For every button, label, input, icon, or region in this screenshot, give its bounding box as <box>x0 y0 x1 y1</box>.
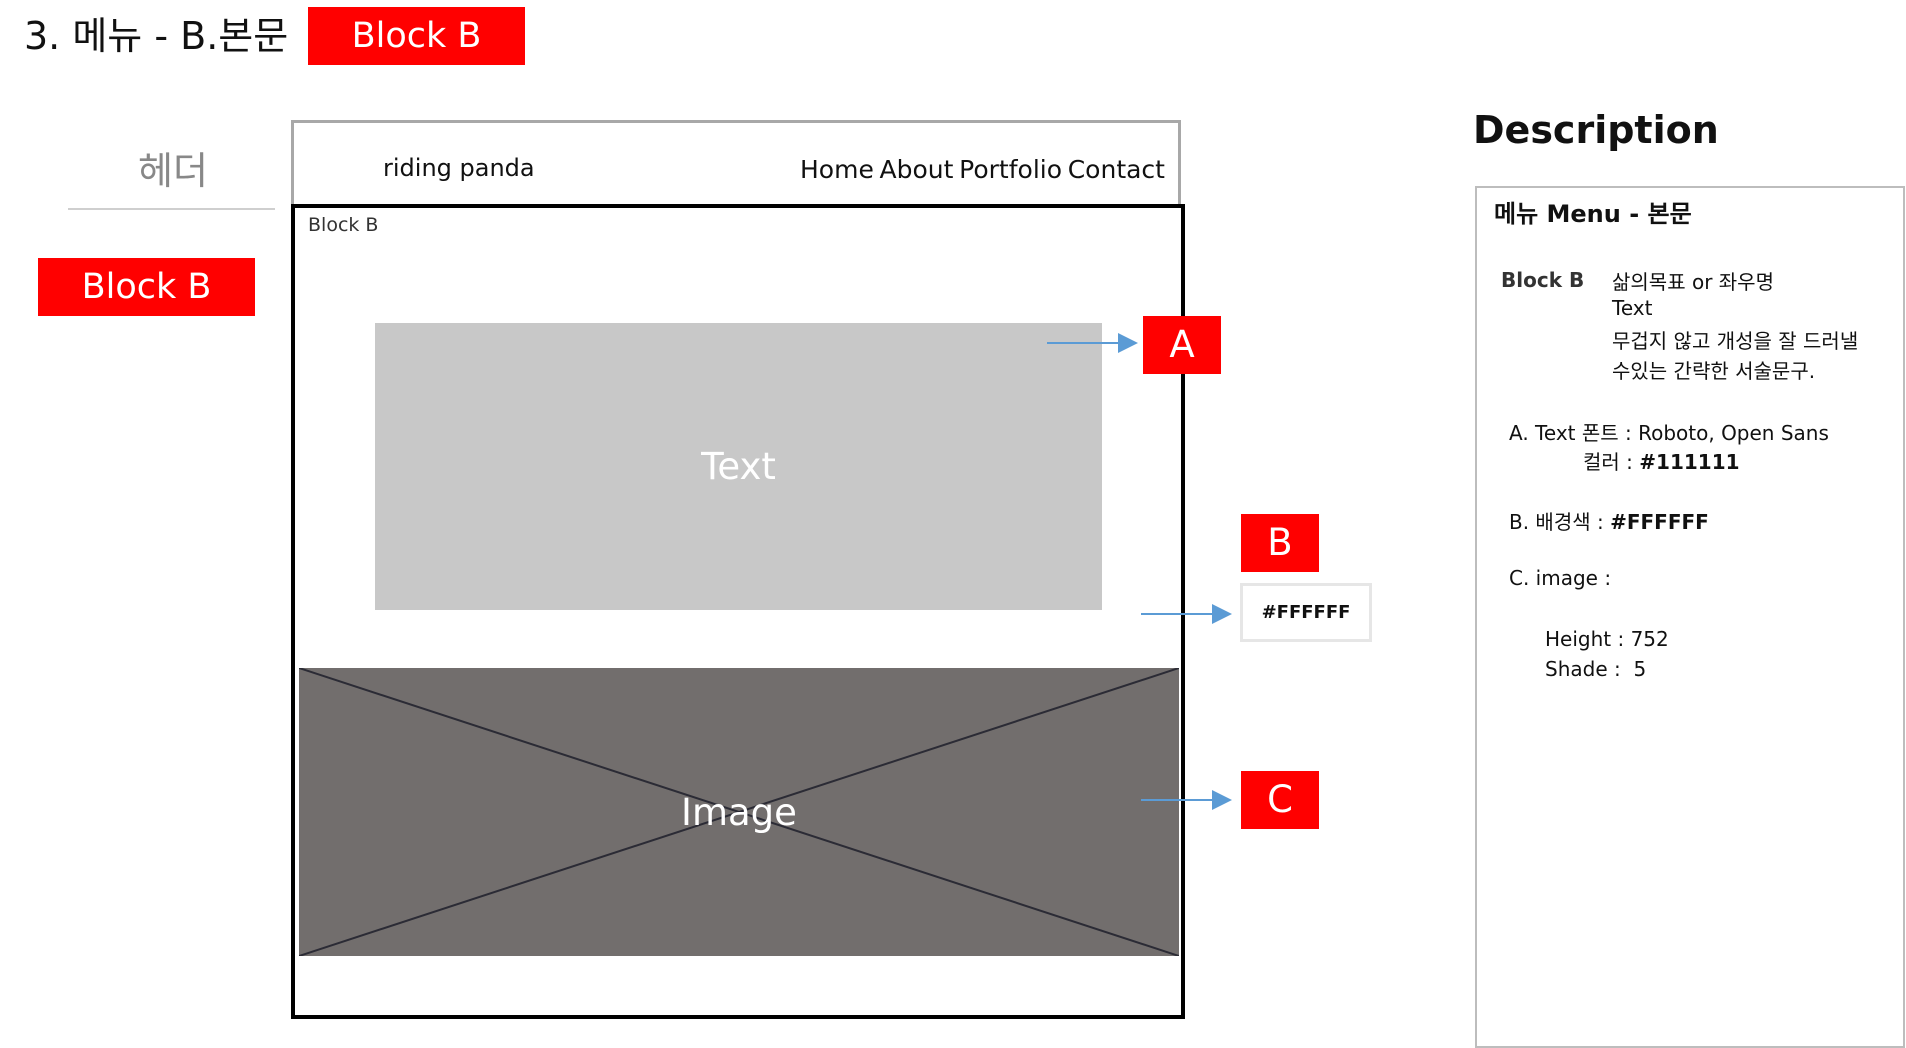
description-title: Description <box>1473 108 1719 152</box>
header-divider <box>68 208 275 210</box>
text-placeholder-label: Text <box>701 445 776 488</box>
desc-a-color-value: #111111 <box>1639 450 1740 474</box>
desc-block-label: Block B <box>1501 268 1585 292</box>
wireframe-brand[interactable]: riding panda <box>383 154 535 182</box>
desc-a-line-2: 컬러 : #111111 <box>1583 446 1740 475</box>
desc-height: Height : 752 <box>1545 627 1669 651</box>
wireframe-nav: Home About Portfolio Contact <box>800 155 1165 184</box>
desc-block-line-3: 무겁지 않고 개성을 잘 드러낼 <box>1612 329 1859 353</box>
callout-a: A <box>1143 316 1221 374</box>
title-block-tag: Block B <box>308 7 525 65</box>
nav-item-home[interactable]: Home <box>800 155 874 184</box>
page-title: 3. 메뉴 - B.본문 <box>24 14 289 58</box>
wireframe-header <box>291 120 1181 204</box>
desc-block-line-1: 삶의목표 or 좌우명 <box>1612 270 1774 294</box>
nav-item-about[interactable]: About <box>879 155 954 184</box>
callout-b: B <box>1241 514 1319 572</box>
desc-a-color-label: 컬러 : <box>1583 450 1640 474</box>
nav-item-contact[interactable]: Contact <box>1067 155 1165 184</box>
image-placeholder <box>299 668 1179 956</box>
desc-a-line-1: A. Text 폰트 : Roboto, Open Sans <box>1509 421 1829 445</box>
image-placeholder-cross <box>299 668 1179 956</box>
desc-b-line: B. 배경색 : #FFFFFF <box>1509 506 1709 535</box>
desc-shade: Shade : 5 <box>1545 657 1647 681</box>
side-block-tag: Block B <box>38 258 255 316</box>
color-swatch-white: #FFFFFF <box>1240 583 1372 642</box>
callout-c: C <box>1241 771 1319 829</box>
text-placeholder: Text <box>375 323 1102 610</box>
image-label-text: Image <box>681 790 797 834</box>
wireframe-block-b <box>291 204 1185 1019</box>
header-label: 헤더 <box>138 149 208 193</box>
image-placeholder-label: Image <box>299 668 1179 956</box>
wireframe-block-label: Block B <box>308 214 379 236</box>
desc-block-line-4: 수있는 간략한 서술문구. <box>1612 359 1816 383</box>
desc-b-label: B. 배경색 : <box>1509 510 1611 534</box>
description-panel <box>1475 186 1905 1048</box>
description-heading: 메뉴 Menu - 본문 <box>1494 200 1692 228</box>
desc-b-value: #FFFFFF <box>1610 510 1709 534</box>
desc-c-line: C. image : <box>1509 566 1612 590</box>
nav-item-portfolio[interactable]: Portfolio <box>959 155 1063 184</box>
desc-block-line-2: Text <box>1612 296 1653 320</box>
